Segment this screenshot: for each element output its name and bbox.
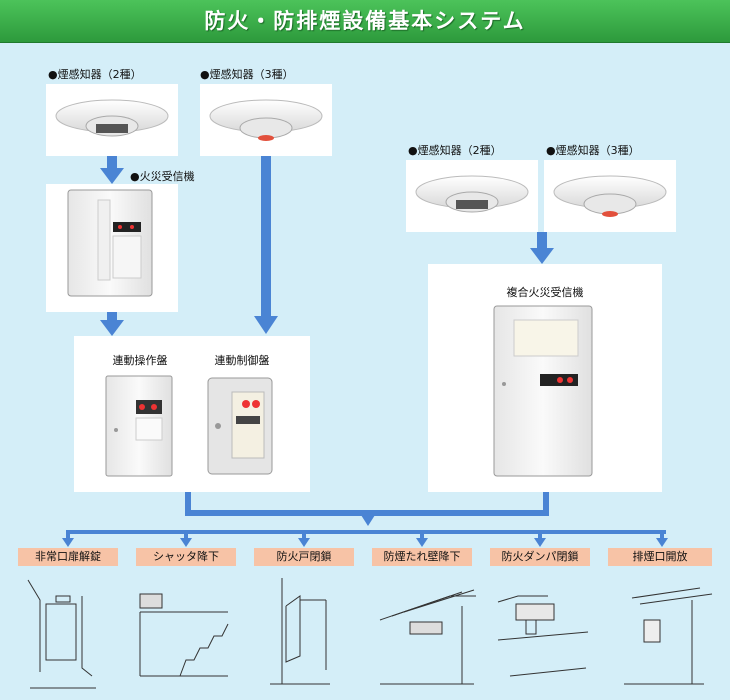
fire-receiver-label: ●火災受信機 — [130, 170, 195, 183]
output-label: 防火戸閉鎖 — [254, 548, 354, 566]
smoke-detector-icon — [209, 99, 323, 141]
composite-receiver-label: 複合火災受信機 — [506, 286, 584, 299]
output-label: 排煙口開放 — [608, 548, 712, 566]
fire-damper-icon — [497, 595, 589, 677]
title-bar — [0, 0, 730, 43]
smoke-barrier-icon — [379, 589, 476, 685]
smoke-detector-icon — [55, 99, 169, 137]
composite-receiver-icon — [493, 305, 593, 477]
linked-operation-panel-icon — [105, 375, 173, 477]
smoke-detector-type3-label-b: ●煙感知器（3種） — [546, 144, 640, 157]
output-label: シャッタ降下 — [136, 548, 236, 566]
emergency-door-icon — [27, 579, 96, 689]
smoke-detector-icon — [415, 175, 529, 213]
smoke-detector-icon — [553, 175, 667, 217]
fire-receiver-icon — [67, 189, 153, 297]
linked-operation-panel-label: 連動操作盤 — [112, 354, 168, 367]
shutter-icon — [139, 593, 229, 677]
smoke-detector-type3-label: ●煙感知器（3種） — [200, 68, 294, 81]
linked-control-panel-icon — [207, 377, 273, 475]
diagram-title: 防火・防排煙設備基本システム — [204, 9, 526, 33]
smoke-vent-icon — [624, 587, 713, 685]
smoke-detector-type2-label-b: ●煙感知器（2種） — [408, 144, 502, 157]
fire-door-icon — [270, 578, 330, 685]
output-label: 防火ダンパ閉鎖 — [490, 548, 590, 566]
flow-arrows — [62, 156, 668, 547]
linked-control-panel-label: 連動制御盤 — [214, 354, 270, 367]
output-label: 防煙たれ壁降下 — [372, 548, 472, 566]
smoke-detector-type2-label: ●煙感知器（2種） — [48, 68, 142, 81]
output-label: 非常口扉解錠 — [18, 548, 118, 566]
